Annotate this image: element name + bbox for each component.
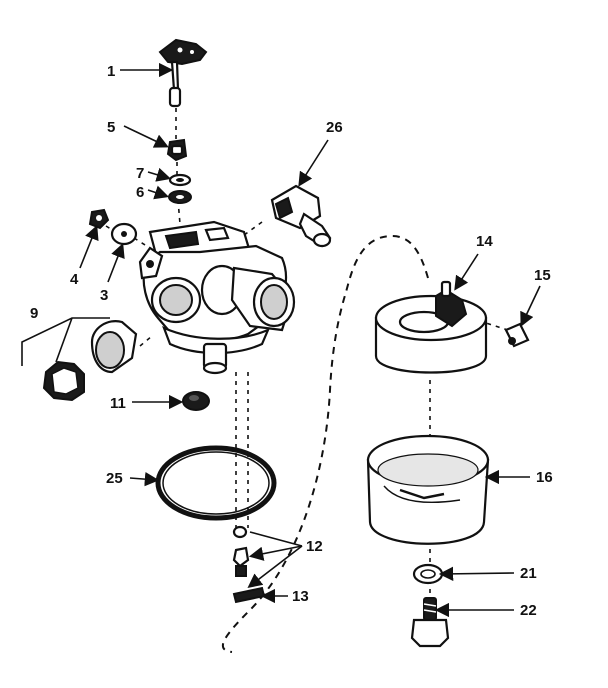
- part-1-choke-shaft: [158, 38, 208, 108]
- callout-26: 26: [326, 119, 343, 136]
- callout-16: 16: [536, 469, 553, 486]
- assembly-lines: [105, 108, 509, 653]
- part-25-bowl-gasket: [155, 445, 277, 521]
- callout-13: 13: [292, 588, 309, 605]
- part-7-washer: [168, 173, 192, 187]
- callout-14: 14: [476, 233, 493, 250]
- callout-3: 3: [100, 287, 108, 304]
- part-13-pin: [232, 586, 266, 604]
- callout-21: 21: [520, 565, 537, 582]
- leader-lines: [21, 62, 541, 618]
- part-3-gasket: [110, 222, 138, 246]
- callout-9: 9: [30, 305, 38, 322]
- callout-1: 1: [107, 63, 115, 80]
- part-21-washer: [412, 563, 444, 585]
- callout-12: 12: [306, 538, 323, 555]
- part-14-float: [374, 280, 488, 374]
- carburetor-body: [138, 220, 296, 375]
- callout-numbers: 1 5 26 7 6 4 3 9 11 25 12 13 14 15 16 21…: [30, 63, 553, 619]
- callout-25: 25: [106, 470, 123, 487]
- part-4-screw: [88, 208, 110, 230]
- part-16-float-bowl: [366, 434, 490, 545]
- part-6-nut: [168, 190, 192, 204]
- callout-22: 22: [520, 602, 537, 619]
- callout-11: 11: [110, 395, 126, 412]
- part-22-bowl-nut: [410, 597, 450, 648]
- callout-6: 6: [136, 184, 144, 201]
- part-11-plug: [182, 391, 210, 411]
- callout-5: 5: [107, 119, 115, 136]
- callout-4: 4: [70, 271, 79, 288]
- callout-7: 7: [136, 165, 144, 182]
- part-9-primer-assembly: [42, 320, 138, 402]
- callout-15: 15: [534, 267, 551, 284]
- part-26-fuel-inlet: [270, 184, 332, 248]
- part-5-screw: [166, 138, 188, 162]
- part-15-float-pin: [504, 322, 530, 348]
- part-12-needle-parts: [232, 525, 250, 577]
